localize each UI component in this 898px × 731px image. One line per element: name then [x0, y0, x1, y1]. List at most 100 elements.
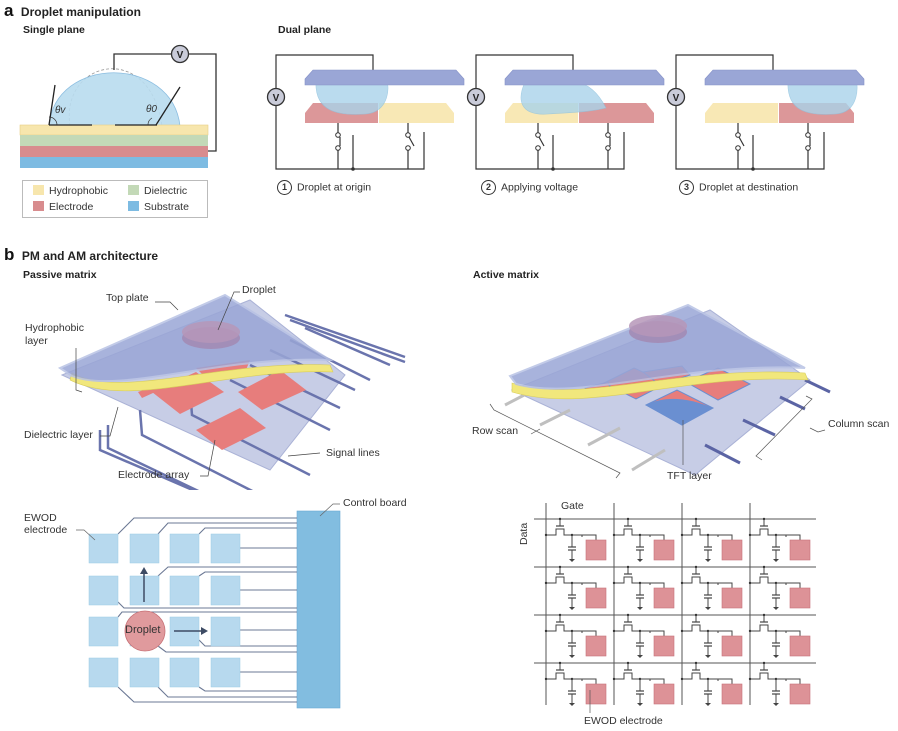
pixel-cell — [612, 517, 675, 562]
ewod-electrode-pad — [789, 683, 811, 705]
single-plane-title: Single plane — [23, 24, 85, 36]
junction-dot — [626, 661, 630, 665]
junction-dot — [558, 613, 562, 617]
junction-dot — [751, 167, 755, 171]
layer-legend: Hydrophobic Dielectric Electrode Substra… — [22, 180, 208, 218]
junction-dot — [680, 629, 684, 633]
top-plate — [704, 69, 865, 86]
voltmeter-icon — [666, 87, 686, 107]
dual-plane-step-1: V — [266, 54, 465, 171]
junction-dot — [680, 533, 684, 537]
tft-transistor — [750, 576, 787, 585]
am-brackets — [489, 395, 826, 479]
junction-dot — [774, 677, 778, 681]
junction-dot — [694, 613, 698, 617]
signal-wire — [117, 611, 297, 618]
panel-b-letter: b — [4, 245, 15, 264]
ground-icon — [569, 607, 575, 610]
junction-dot — [680, 581, 684, 585]
junction-dot — [544, 677, 548, 681]
step-3-number: 3 — [679, 180, 694, 195]
ewod-electrode-pad — [721, 635, 743, 657]
pad-wire — [640, 582, 665, 588]
junction-dot — [612, 533, 616, 537]
dual-plane-step-3: V — [666, 54, 865, 171]
label-row-scan: Row scan — [472, 425, 519, 437]
pm-electrode-grid — [76, 503, 341, 709]
junction-dot — [626, 565, 630, 569]
panel-b-header: b PM and AM architecture — [4, 245, 158, 265]
switch-contact — [605, 145, 611, 151]
switch-contact — [735, 145, 741, 151]
arrow-right-head — [201, 627, 208, 635]
ewod-electrode-pad — [210, 533, 241, 564]
pixel-cell — [612, 661, 675, 706]
signal-wire — [117, 517, 297, 535]
am-circuit-grid — [534, 503, 816, 713]
tft-transistor — [750, 624, 787, 633]
pixel-cell — [544, 661, 607, 706]
contact-angle-line-left — [48, 84, 56, 126]
ewod-electrode-pad — [721, 539, 743, 561]
switch-open — [538, 136, 545, 147]
label-electrode-array: Electrode array — [118, 469, 190, 481]
ewod-electrode-pad — [653, 635, 675, 657]
signal-wire — [198, 527, 297, 535]
ewod-electrode-pad — [653, 587, 675, 609]
switch-open — [408, 136, 415, 147]
signal-wire — [157, 686, 297, 698]
ewod-electrode-pad — [585, 587, 607, 609]
ewod-electrode-pad — [88, 657, 119, 688]
ewod-electrode-pad — [789, 587, 811, 609]
pad-wire — [572, 534, 597, 540]
dual-plane-title: Dual plane — [278, 24, 332, 36]
ground-icon — [569, 703, 575, 706]
pixel-cell — [612, 613, 675, 658]
pixel-cell — [748, 613, 811, 658]
panel-a-title: Droplet manipulation — [20, 5, 141, 19]
junction-dot — [694, 565, 698, 569]
droplet-circle — [124, 610, 166, 652]
ewod-electrode-pad — [129, 657, 160, 688]
pixel-cell — [544, 565, 607, 610]
angle-right-label: θ0 — [146, 104, 157, 115]
step-1-number: 1 — [277, 180, 292, 195]
bottom-electrode-left — [705, 103, 778, 123]
bottom-electrode-right — [379, 103, 454, 123]
signal-wire — [198, 571, 297, 577]
pad-wire — [708, 534, 733, 540]
pixel-cell — [680, 661, 743, 706]
label-top-plate: Top plate — [106, 292, 149, 304]
pm-hydrophobic-arc — [69, 364, 334, 392]
voltmeter-icon — [266, 87, 286, 107]
junction-dot — [774, 581, 778, 585]
switch-open — [738, 136, 745, 147]
ewod-electrode-pad — [789, 539, 811, 561]
tft-transistor — [750, 528, 787, 537]
pixel-cell — [612, 565, 675, 610]
junction-dot — [558, 565, 562, 569]
label-hydrophobic-layer-2: layer — [25, 335, 48, 347]
angle-left-label: θv — [55, 105, 66, 116]
pm-wires — [117, 517, 297, 703]
label-droplet-grid: Droplet — [125, 624, 161, 636]
junction-dot — [558, 517, 562, 521]
ground-icon — [705, 655, 711, 658]
legend-swatch — [33, 185, 44, 195]
tft-transistor — [682, 576, 719, 585]
droplet — [520, 79, 607, 115]
pad-wire — [572, 630, 597, 636]
junction-dot — [551, 167, 555, 171]
ground-icon — [637, 703, 643, 706]
switch-contact — [805, 145, 811, 151]
junction-dot — [762, 517, 766, 521]
top-plate — [304, 69, 465, 86]
dual-plane-step-2: V — [466, 54, 665, 171]
ewod-electrode-pad — [585, 683, 607, 705]
switch-contact — [605, 132, 611, 138]
label-hydrophobic-layer-1: Hydrophobic — [25, 322, 84, 334]
legend-item-substrate: Substrate — [128, 201, 189, 213]
tft-transistor — [614, 672, 651, 681]
droplet — [787, 79, 858, 115]
